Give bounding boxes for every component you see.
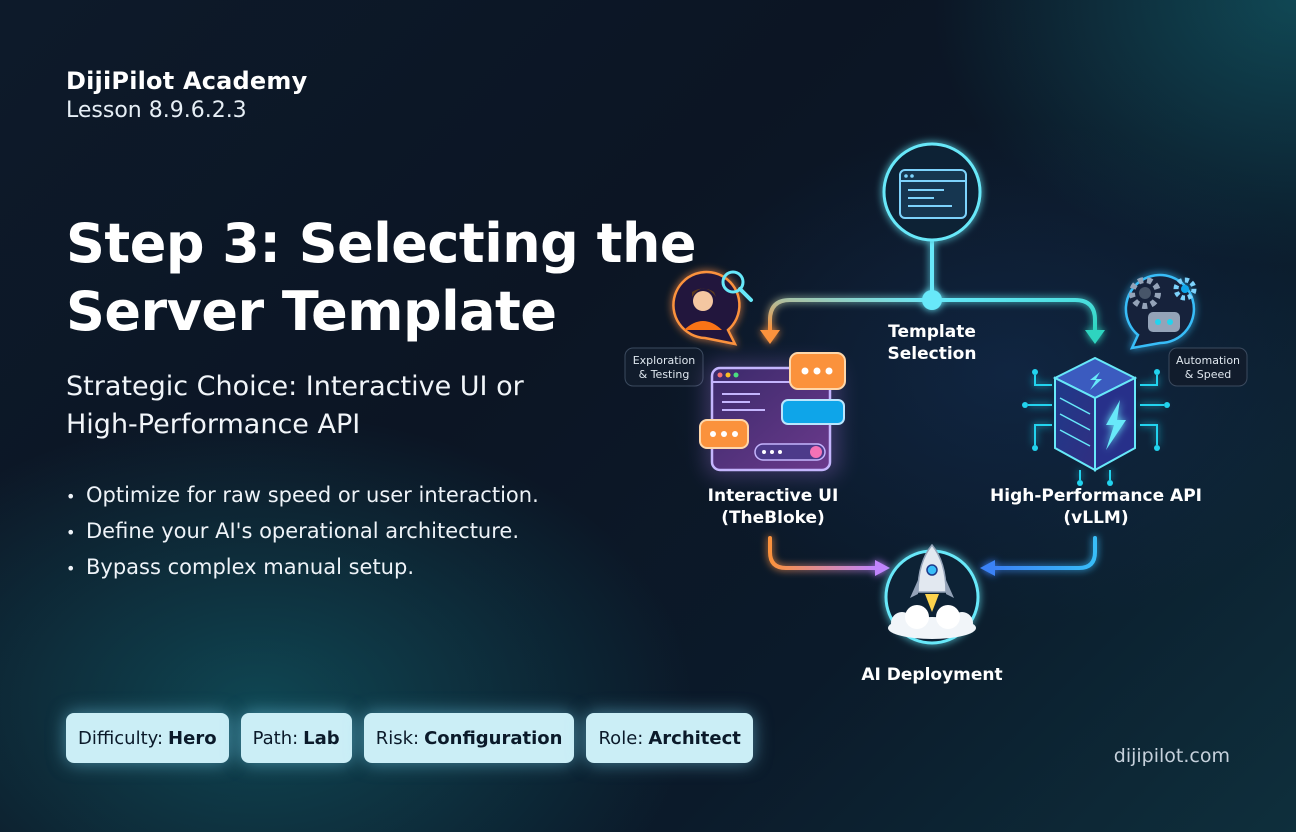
automation-tag: Automation & Speed xyxy=(1168,347,1248,387)
title-line-1: Step 3: Selecting the xyxy=(66,212,697,275)
arrow-heads xyxy=(760,330,1105,576)
exploration-tag-line-1: Exploration xyxy=(633,354,696,367)
bullet-text: Optimize for raw speed or user interacti… xyxy=(86,483,539,507)
bullet-item: •Define your AI's operational architectu… xyxy=(66,519,520,543)
right-node-label-1: High-Performance API xyxy=(990,486,1202,506)
website-url: dijipilot.com xyxy=(1113,745,1230,767)
subtitle-line-2: High-Performance API xyxy=(66,409,361,440)
automation-tag-line-1: Automation xyxy=(1176,354,1240,367)
bullet-text: Bypass complex manual setup. xyxy=(86,555,414,579)
bullet-text: Define your AI's operational architectur… xyxy=(86,519,520,543)
page-title: Step 3: Selecting the Server Template xyxy=(66,210,706,346)
hub-dot xyxy=(922,290,942,310)
person-search-icon xyxy=(672,270,753,346)
lesson-number: Lesson 8.9.6.2.3 xyxy=(66,98,247,123)
connector-lines xyxy=(768,236,1097,570)
brand-name: DijiPilot Academy xyxy=(66,67,308,95)
tag-pills: Difficulty:Hero Path:Lab Risk:Configurat… xyxy=(66,713,753,763)
exploration-tag: Exploration & Testing xyxy=(624,347,704,387)
brand-block: DijiPilot Academy Lesson 8.9.6.2.3 xyxy=(66,66,307,126)
bullet-list: •Optimize for raw speed or user interact… xyxy=(66,478,539,586)
left-node-label-1: Interactive UI xyxy=(708,486,839,506)
bullet-item: •Optimize for raw speed or user interact… xyxy=(66,483,539,507)
role-pill: Role:Architect xyxy=(586,713,753,763)
chat-window-icon xyxy=(699,352,846,477)
automation-tag-line-2: & Speed xyxy=(1185,368,1232,381)
title-line-2: Server Template xyxy=(66,280,557,343)
difficulty-pill: Difficulty:Hero xyxy=(66,713,229,763)
left-node-label-2: (TheBloke) xyxy=(721,508,825,528)
terminal-icon xyxy=(882,142,982,242)
hub-label-2: Selection xyxy=(888,344,977,364)
hub-label-1: Template xyxy=(888,322,976,342)
exploration-tag-line-2: & Testing xyxy=(639,368,690,381)
gears-robot-icon xyxy=(1124,273,1197,350)
page-subtitle: Strategic Choice: Interactive UI or High… xyxy=(66,368,626,444)
bullet-item: •Bypass complex manual setup. xyxy=(66,555,414,579)
rocket-icon xyxy=(884,543,980,645)
bottom-node-label: AI Deployment xyxy=(861,665,1002,685)
server-bolt-icon xyxy=(1022,356,1170,486)
right-node-label-2: (vLLM) xyxy=(1063,508,1128,528)
risk-pill: Risk:Configuration xyxy=(363,713,575,763)
path-pill: Path:Lab xyxy=(240,713,352,763)
subtitle-line-1: Strategic Choice: Interactive UI or xyxy=(66,371,524,402)
